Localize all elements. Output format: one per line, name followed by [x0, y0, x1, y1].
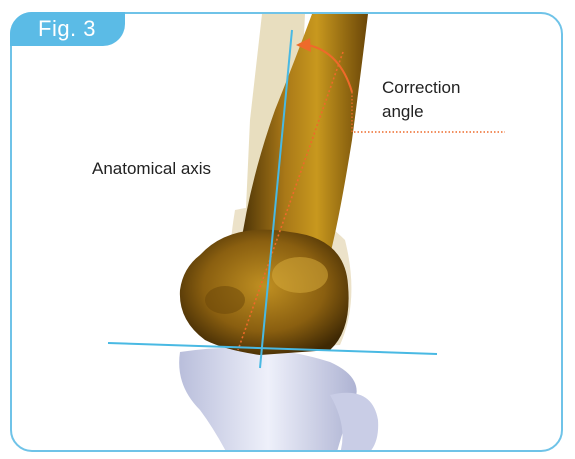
condyle-highlight-2 [205, 286, 245, 314]
correction-angle-label: Correction angle [382, 76, 460, 124]
tibia-bone [179, 348, 356, 459]
condyle-highlight [272, 257, 328, 293]
correction-angle-label-line1: Correction [382, 76, 460, 100]
figure-number-tab: Fig. 3 [10, 12, 125, 46]
femur-condyle [180, 230, 349, 355]
anatomical-axis-label: Anatomical axis [92, 157, 211, 181]
correction-angle-label-line2: angle [382, 100, 460, 124]
